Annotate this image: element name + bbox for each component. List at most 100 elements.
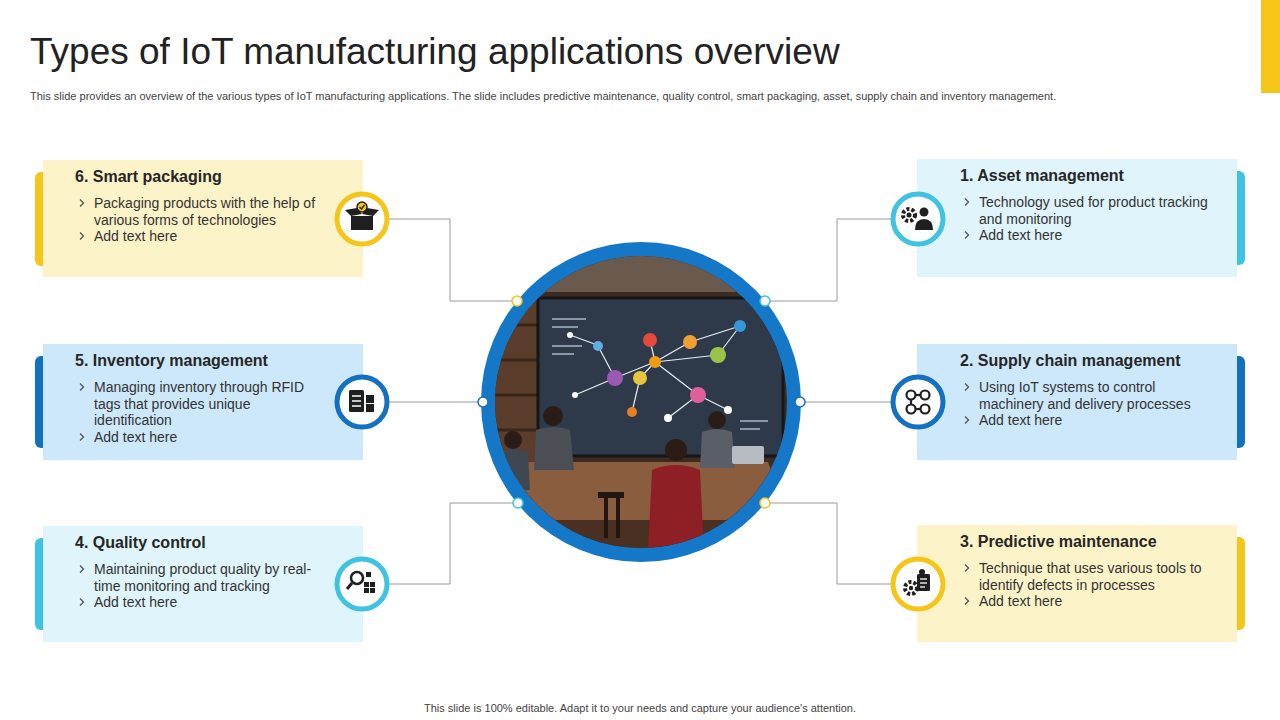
bullet-row: Using IoT systems to control machinery a…: [960, 379, 1211, 412]
bullet-row: Add text here: [75, 594, 327, 611]
bullet-text: Add text here: [979, 412, 1211, 429]
graphic-part: [710, 347, 726, 363]
graphic-part: [494, 359, 538, 362]
graphic-part: [633, 371, 647, 385]
graphic-part: [364, 582, 369, 587]
bullet-chevron: [960, 593, 979, 609]
graphic-part: [513, 498, 523, 508]
chevron-stroke: [80, 233, 84, 240]
chevron-stroke: [80, 599, 84, 606]
bullet-text: Add text here: [979, 227, 1211, 244]
chevron-stroke: [965, 232, 969, 239]
graphic-part: [683, 335, 697, 349]
bullet-row: Managing inventory through RFID tags tha…: [75, 379, 327, 429]
graphic-part: [494, 324, 538, 327]
graphic-part: [770, 503, 891, 584]
people: [496, 406, 764, 552]
graphic-part: [552, 318, 768, 430]
graphic-part: [389, 219, 512, 301]
bullet-chevron: [960, 379, 979, 395]
bullet-chevron: [75, 561, 94, 577]
application-box: 6. Smart packagingPackaging products wit…: [43, 160, 363, 277]
graphic-part: [760, 296, 770, 306]
application-box: 1. Asset managementTechnology used for p…: [917, 159, 1237, 277]
bullet-chevron: [75, 195, 94, 211]
bullet-row: Add text here: [75, 228, 327, 245]
graphic-part: [567, 332, 573, 338]
graphic-part: [512, 296, 522, 306]
bullet-text: Packaging products with the help of vari…: [94, 195, 326, 228]
center-ring: [481, 242, 801, 562]
graphic-part: [627, 407, 637, 417]
bullet-text: Maintaining product quality by real-time…: [94, 561, 326, 594]
graphic-part: [732, 446, 764, 464]
bullet-chevron: [960, 194, 979, 210]
chevron-stroke: [80, 433, 84, 440]
bullet-chevron: [960, 412, 979, 428]
chevron-stroke: [965, 598, 969, 605]
application-box: 3. Predictive maintenanceTechnique that …: [917, 525, 1237, 642]
graphic-part: [910, 400, 912, 405]
graphic-part: [907, 391, 916, 400]
graphic-part: [389, 503, 513, 584]
graphic-part: [494, 325, 538, 430]
graphic-part: [538, 298, 783, 456]
slide-title: Types of IoT manufacturing applications …: [30, 31, 840, 73]
graphic-part: [570, 326, 740, 418]
application-box: 5. Inventory managementManaging inventor…: [43, 344, 363, 460]
graphic-part: [370, 588, 375, 593]
graphic-part: [494, 394, 538, 397]
box-heading: 6. Smart packaging: [75, 167, 327, 187]
bullet-chevron: [960, 560, 979, 576]
graphic-part: [760, 498, 770, 508]
graphic-part: [734, 320, 746, 332]
box-heading: 2. Supply chain management: [960, 351, 1211, 371]
corner-bar: [1261, 0, 1280, 93]
graphic-part: [690, 387, 706, 403]
graphic-part: [552, 326, 578, 328]
chevron-stroke: [965, 384, 969, 391]
graphic-part: [478, 397, 488, 407]
graphic-part: [795, 397, 805, 407]
bullet-row: Add text here: [960, 412, 1211, 429]
bullet-chevron: [75, 429, 94, 445]
graphic-part: [364, 588, 369, 593]
bullet-chevron: [75, 228, 94, 244]
bullet-chevron: [75, 594, 94, 610]
bullet-text: Add text here: [94, 429, 326, 446]
chevron-stroke: [965, 565, 969, 572]
graphic-part: [607, 370, 623, 386]
graphic-part: [770, 219, 891, 301]
graphic-part: [366, 572, 371, 577]
graphic-part: [708, 411, 726, 429]
graphic-part: [648, 465, 704, 552]
bullet-row: Technique that uses various tools to ide…: [960, 560, 1211, 593]
meeting-illustration: [490, 250, 790, 552]
footer-note: This slide is 100% editable. Adapt it to…: [0, 701, 1280, 715]
graphic-part: [805, 402, 891, 403]
graphic-part: [724, 406, 732, 414]
graphic-part: [604, 498, 608, 538]
ring-dots: [478, 296, 805, 508]
application-box: 4. Quality controlMaintaining product qu…: [43, 526, 363, 642]
graphic-part: [534, 427, 574, 470]
bullet-row: Add text here: [75, 429, 327, 446]
bullet-row: Packaging products with the help of vari…: [75, 195, 327, 228]
box-heading: 4. Quality control: [75, 533, 327, 553]
graphic-part: [740, 428, 760, 430]
graphic-part: [552, 353, 574, 355]
chevron-stroke: [80, 384, 84, 391]
graphic-part: [905, 582, 917, 594]
graphic-part: [909, 586, 913, 590]
chevron-stroke: [80, 566, 84, 573]
chevron-stroke: [965, 199, 969, 206]
application-box: 2. Supply chain managementUsing IoT syst…: [917, 344, 1237, 460]
graphic-part: [649, 356, 661, 368]
box-heading: 5. Inventory management: [75, 351, 327, 371]
bullet-chevron: [75, 379, 94, 395]
graphic-part: [665, 439, 687, 461]
bullet-chevron: [960, 227, 979, 243]
icon-rings: [337, 194, 943, 609]
graphic-part: [500, 462, 790, 520]
bullet-text: Technique that uses various tools to ide…: [979, 560, 1211, 593]
